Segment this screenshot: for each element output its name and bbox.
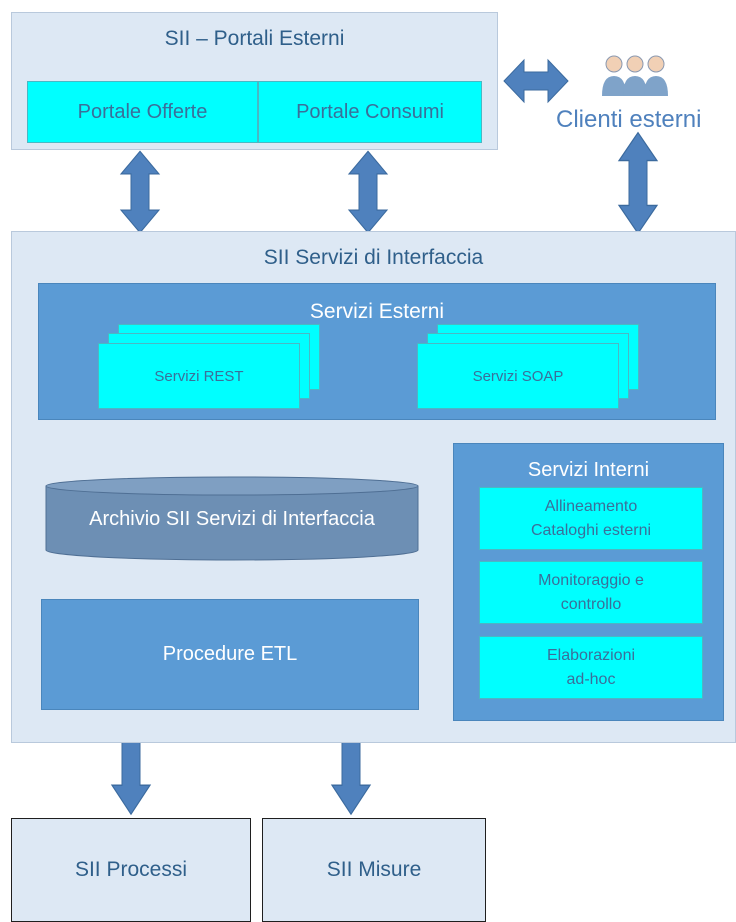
servizi-interfaccia-panel: SII Servizi di Interfaccia Servizi Ester… — [11, 231, 736, 743]
servizi-interfaccia-title: SII Servizi di Interfaccia — [263, 246, 484, 269]
servizi-soap-box: Servizi SOAP — [417, 343, 619, 409]
servizio-interno-line1: Elaborazioni — [546, 646, 636, 664]
servizio-interno-line2: ad-hoc — [566, 670, 616, 688]
sii-processi-box: SII Processi — [11, 818, 251, 922]
clienti-esterni-group: Clienti esterni — [540, 50, 736, 145]
arrow-clienti — [618, 131, 658, 235]
servizi-interni-box: Servizi Interni Allineamento Cataloghi e… — [453, 443, 724, 721]
servizio-interno-line2: Cataloghi esterni — [530, 521, 652, 539]
clienti-esterni-label: Clienti esterni — [556, 106, 702, 133]
arrow-portale-consumi — [348, 150, 388, 234]
sii-misure-box: SII Misure — [262, 818, 486, 922]
portale-consumi-box: Portale Consumi — [258, 81, 482, 143]
horizontal-double-arrow — [503, 58, 569, 104]
servizi-esterni-box: Servizi Esterni Servizi REST Servizi SOA… — [38, 283, 716, 420]
servizi-rest-box: Servizi REST — [98, 343, 300, 409]
procedure-etl-box: Procedure ETL — [41, 599, 419, 710]
archivio-label: Archivio SII Servizi di Interfaccia — [89, 508, 375, 530]
servizio-interno-allineamento: Allineamento Cataloghi esterni — [479, 487, 703, 550]
database-cylinder-icon — [45, 476, 419, 561]
portale-offerte-box: Portale Offerte — [27, 81, 258, 143]
sii-misure-label: SII Misure — [326, 858, 422, 881]
servizi-esterni-title: Servizi Esterni — [309, 300, 445, 323]
users-group-icon — [602, 55, 668, 96]
arrow-portale-offerte — [120, 150, 160, 234]
servizio-interno-line1: Monitoraggio e — [538, 571, 644, 589]
servizio-interno-line2: controllo — [560, 595, 622, 613]
procedure-etl-label: Procedure ETL — [162, 643, 298, 665]
servizio-interno-monitoraggio: Monitoraggio e controllo — [479, 561, 703, 624]
archivio-database: Archivio SII Servizi di Interfaccia — [45, 476, 419, 562]
servizio-interno-line1: Allineamento — [544, 497, 638, 515]
portali-esterni-panel: SII – Portali Esterni Portale Offerte Po… — [11, 12, 498, 150]
servizio-interno-elaborazioni: Elaborazioni ad-hoc — [479, 636, 703, 699]
sii-processi-label: SII Processi — [74, 858, 188, 881]
servizi-interni-title: Servizi Interni — [527, 459, 650, 481]
portali-esterni-title: SII – Portali Esterni — [164, 27, 345, 50]
